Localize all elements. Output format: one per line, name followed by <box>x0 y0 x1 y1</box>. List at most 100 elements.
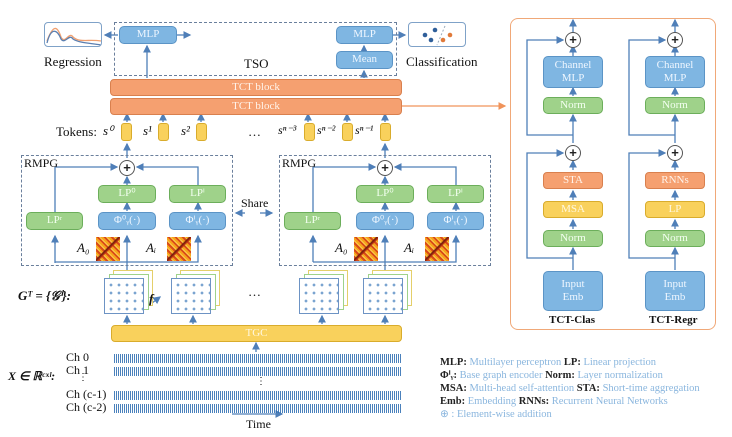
legend-value: Multilayer perceptron <box>469 357 562 368</box>
legend-key: Norm: <box>545 370 575 381</box>
add-icon: + <box>565 145 581 161</box>
add-icon: + <box>565 32 581 48</box>
token-label-n2: sⁿ⁻² <box>317 123 336 137</box>
tokens-label: Tokens: <box>56 124 97 139</box>
clas-msa: MSA <box>543 201 603 218</box>
lp-0-left: LP⁰ <box>98 185 156 203</box>
a0-label-right: A₀ <box>335 240 348 255</box>
regr-lp: LP <box>645 201 705 218</box>
signal-matrix-label: X ∈ ℝᶜˣˡ: <box>8 369 56 383</box>
rmpg-left <box>21 155 233 266</box>
share-label: Share <box>241 196 269 210</box>
legend-value: Embedding <box>467 396 517 407</box>
tct-detail-panel <box>510 18 716 330</box>
clas-sta: STA <box>543 172 603 189</box>
phi-0-left: Φ⁰ᵧ(·) <box>98 212 156 230</box>
tct-regr-title: TCT-Regr <box>649 314 698 326</box>
adjacency-heatmap-ai <box>425 237 449 261</box>
lp-r-left: LPʳ <box>26 212 83 230</box>
lp-0-right: LP⁰ <box>356 185 414 203</box>
token-n3 <box>304 123 315 141</box>
legend-key: Emb: <box>440 396 466 407</box>
legend-key: ⊕ : <box>440 409 455 420</box>
graph-icon <box>363 278 403 314</box>
legend-value: Layer normalization <box>577 370 663 381</box>
legend-key: MSA: <box>440 383 467 394</box>
legend-key: STA: <box>576 383 600 394</box>
classification-label: Classification <box>406 54 478 69</box>
lp-i-right: LPⁱ <box>427 185 484 203</box>
clas-norm-top: Norm <box>543 97 603 114</box>
channel-label-c2: Ch (c-2) <box>66 400 107 414</box>
legend-value: Short-time aggregation <box>602 383 700 394</box>
graph-icon <box>299 278 339 314</box>
lp-i-left: LPⁱ <box>169 185 226 203</box>
tso-group <box>114 22 397 76</box>
adjacency-heatmap-a0 <box>354 237 378 261</box>
tgc-block: TGC <box>111 325 402 342</box>
signal-wave-ch1 <box>114 367 401 376</box>
legend-key: LP: <box>563 357 581 368</box>
f-label: f <box>149 291 154 306</box>
rmpg-right <box>279 155 491 266</box>
clas-input-emb-line1: Input <box>561 278 585 290</box>
signal-vdots: ⋮ <box>256 376 266 387</box>
channel-label-1: Ch 1 <box>66 363 90 377</box>
token-n1 <box>380 123 391 141</box>
clas-input-emb-line2: Emb <box>562 291 584 303</box>
legend-value: Recurrent Neural Networks <box>551 396 668 407</box>
clas-channel-mlp-line1: Channel <box>554 59 592 71</box>
graph-icon <box>171 278 211 314</box>
legend-row: ⊕ : Element-wise addition <box>440 408 700 421</box>
add-icon: + <box>667 145 683 161</box>
adjacency-heatmap-a0 <box>96 237 120 261</box>
add-icon: + <box>119 160 135 176</box>
regr-input-emb-line2: Emb <box>664 291 686 303</box>
signal-wave-ch-c2 <box>114 404 401 413</box>
legend-key: RNNs: <box>518 396 550 407</box>
legend-row: Emb: Embedding RNNs: Recurrent Neural Ne… <box>440 395 700 408</box>
legend: MLP: Multilayer perceptron LP: Linear pr… <box>440 356 700 421</box>
graph-icon <box>104 278 144 314</box>
add-icon: + <box>377 160 393 176</box>
legend-key: Φⁱᵧ: <box>440 370 458 381</box>
lp-r-right: LPʳ <box>284 212 341 230</box>
legend-value: Element-wise addition <box>456 409 552 420</box>
token-label-2: s² <box>181 123 190 138</box>
tso-mean: Mean <box>336 51 393 69</box>
token-n2 <box>342 123 353 141</box>
adjacency-heatmap-ai <box>167 237 191 261</box>
token-label-0: s⁰ <box>103 123 114 138</box>
channel-label-0: Ch 0 <box>66 350 90 364</box>
legend-value: Base graph encoder <box>459 370 543 381</box>
channel-label-c1: Ch (c-1) <box>66 387 107 401</box>
classification-scatter-icon <box>408 22 466 47</box>
legend-value: Linear projection <box>583 357 657 368</box>
legend-row: MLP: Multilayer perceptron LP: Linear pr… <box>440 356 700 369</box>
token-label-n1: sⁿ⁻¹ <box>355 123 374 137</box>
tso-title: TSO <box>244 56 269 71</box>
token-1 <box>158 123 169 141</box>
legend-row: MSA: Multi-head self-attention STA: Shor… <box>440 382 700 395</box>
legend-key: MLP: <box>440 357 467 368</box>
add-icon: + <box>667 32 683 48</box>
regr-rnns: RNNs <box>645 172 705 189</box>
regr-norm-bottom: Norm <box>645 230 705 247</box>
regression-plot-icon <box>44 22 102 47</box>
token-0 <box>121 123 132 141</box>
token-label-n3: sⁿ⁻³ <box>278 123 297 137</box>
rmpg-right-title: RMPG <box>282 156 317 170</box>
regr-channel-mlp-line2: MLP <box>663 72 687 84</box>
phi-i-left: Φⁱᵧ(·) <box>169 212 226 230</box>
tso-left-mlp: MLP <box>119 26 177 44</box>
rmpg-left-title: RMPG <box>24 156 59 170</box>
token-2 <box>196 123 207 141</box>
token-label-1: s¹ <box>143 123 152 138</box>
legend-row: Φⁱᵧ: Base graph encoder Norm: Layer norm… <box>440 369 700 382</box>
signal-wave-ch-c1 <box>114 391 401 400</box>
tct-block-top: TCT block <box>110 79 402 96</box>
